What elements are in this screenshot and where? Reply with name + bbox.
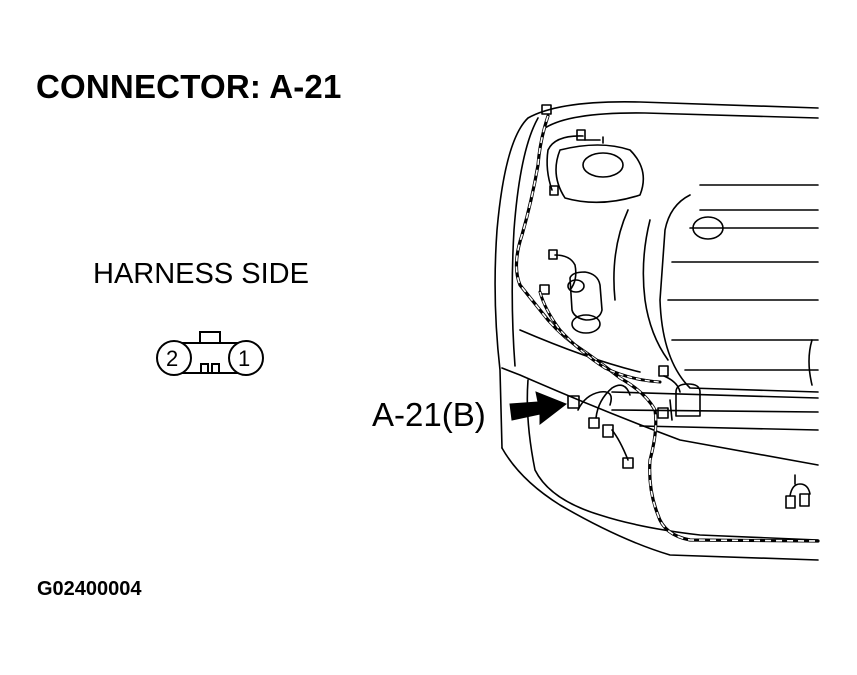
callout-arrow-icon [509, 391, 568, 426]
connector-callout-label: A-21(B) [372, 396, 486, 433]
page-title: CONNECTOR: A-21 [36, 68, 342, 105]
pin-2-number: 2 [166, 346, 178, 371]
figure-code: G02400004 [37, 578, 142, 600]
harness-side-label: HARNESS SIDE [93, 258, 309, 290]
pin-1-number: 1 [238, 346, 250, 371]
